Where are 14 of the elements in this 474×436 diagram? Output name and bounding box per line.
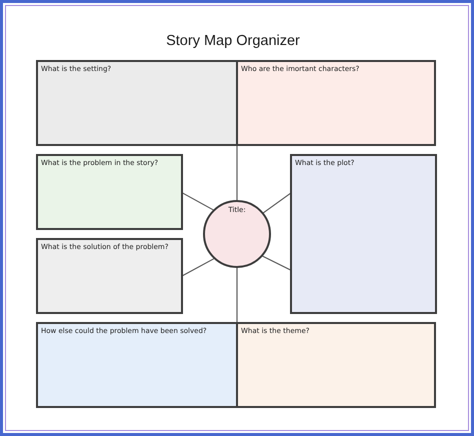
connector-line [236, 267, 238, 323]
answer-box [36, 238, 183, 314]
answer-box [236, 322, 436, 408]
connector-line [236, 145, 238, 201]
answer-box [290, 154, 437, 314]
page-title: Story Map Organizer [166, 33, 300, 49]
connector-line [182, 258, 215, 276]
connector-line [262, 192, 292, 214]
answer-box [36, 322, 238, 408]
answer-box [36, 60, 238, 146]
answer-box [36, 154, 183, 230]
connector-line [262, 255, 292, 271]
answer-box [236, 60, 436, 146]
connector-line [182, 192, 214, 211]
